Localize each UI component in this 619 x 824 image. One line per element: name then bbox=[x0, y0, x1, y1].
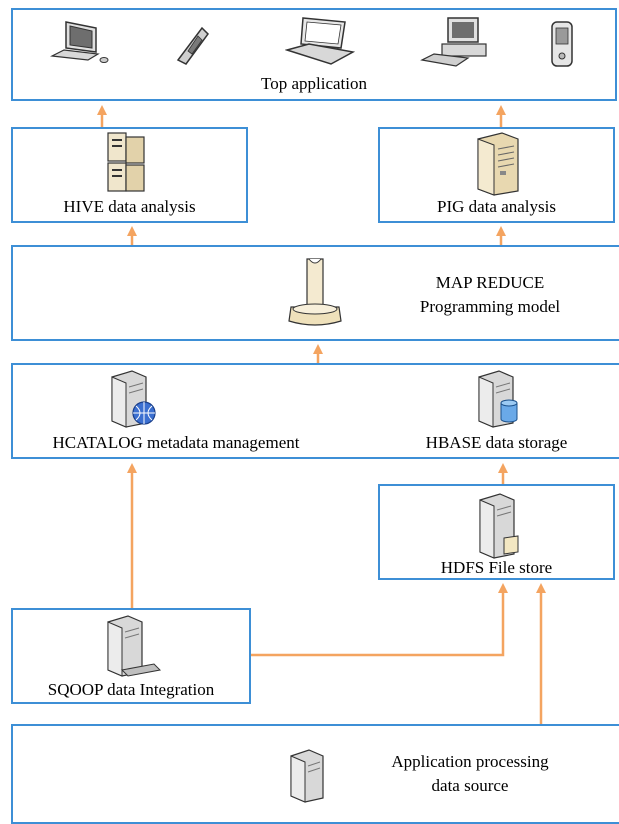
hbase-label: HBASE data storage bbox=[425, 433, 568, 452]
pda-icon bbox=[551, 21, 573, 67]
tower-server-icon bbox=[477, 132, 519, 196]
mapreduce-title: MAP REDUCE bbox=[435, 273, 545, 292]
desktop-computer-icon bbox=[50, 21, 109, 63]
hdfs-label: HDFS File store bbox=[440, 558, 553, 577]
server-rack-icon bbox=[107, 132, 145, 192]
sqoop-label: SQOOP data Integration bbox=[47, 680, 215, 699]
source-subtitle: data source bbox=[431, 776, 509, 795]
hdfs-box bbox=[378, 484, 615, 580]
source-title: Application processing bbox=[391, 752, 549, 771]
hcatalog-label: HCATALOG metadata management bbox=[52, 433, 300, 452]
workstation-icon bbox=[420, 17, 487, 67]
file-server-icon bbox=[479, 493, 519, 559]
mainframe-icon bbox=[288, 258, 342, 326]
integration-server-icon bbox=[107, 615, 162, 677]
arrow-sqoop-to-hdfs bbox=[251, 583, 508, 657]
mapreduce-subtitle: Programming model bbox=[419, 297, 561, 316]
laptop-icon bbox=[285, 17, 355, 65]
web-server-icon bbox=[111, 370, 156, 428]
hive-label: HIVE data analysis bbox=[63, 197, 196, 216]
top-application-label: Top application bbox=[261, 74, 367, 93]
pig-label: PIG data analysis bbox=[437, 197, 556, 216]
application-server-icon bbox=[290, 749, 324, 803]
mobile-phone-icon bbox=[176, 26, 209, 65]
database-server-icon bbox=[478, 370, 518, 428]
